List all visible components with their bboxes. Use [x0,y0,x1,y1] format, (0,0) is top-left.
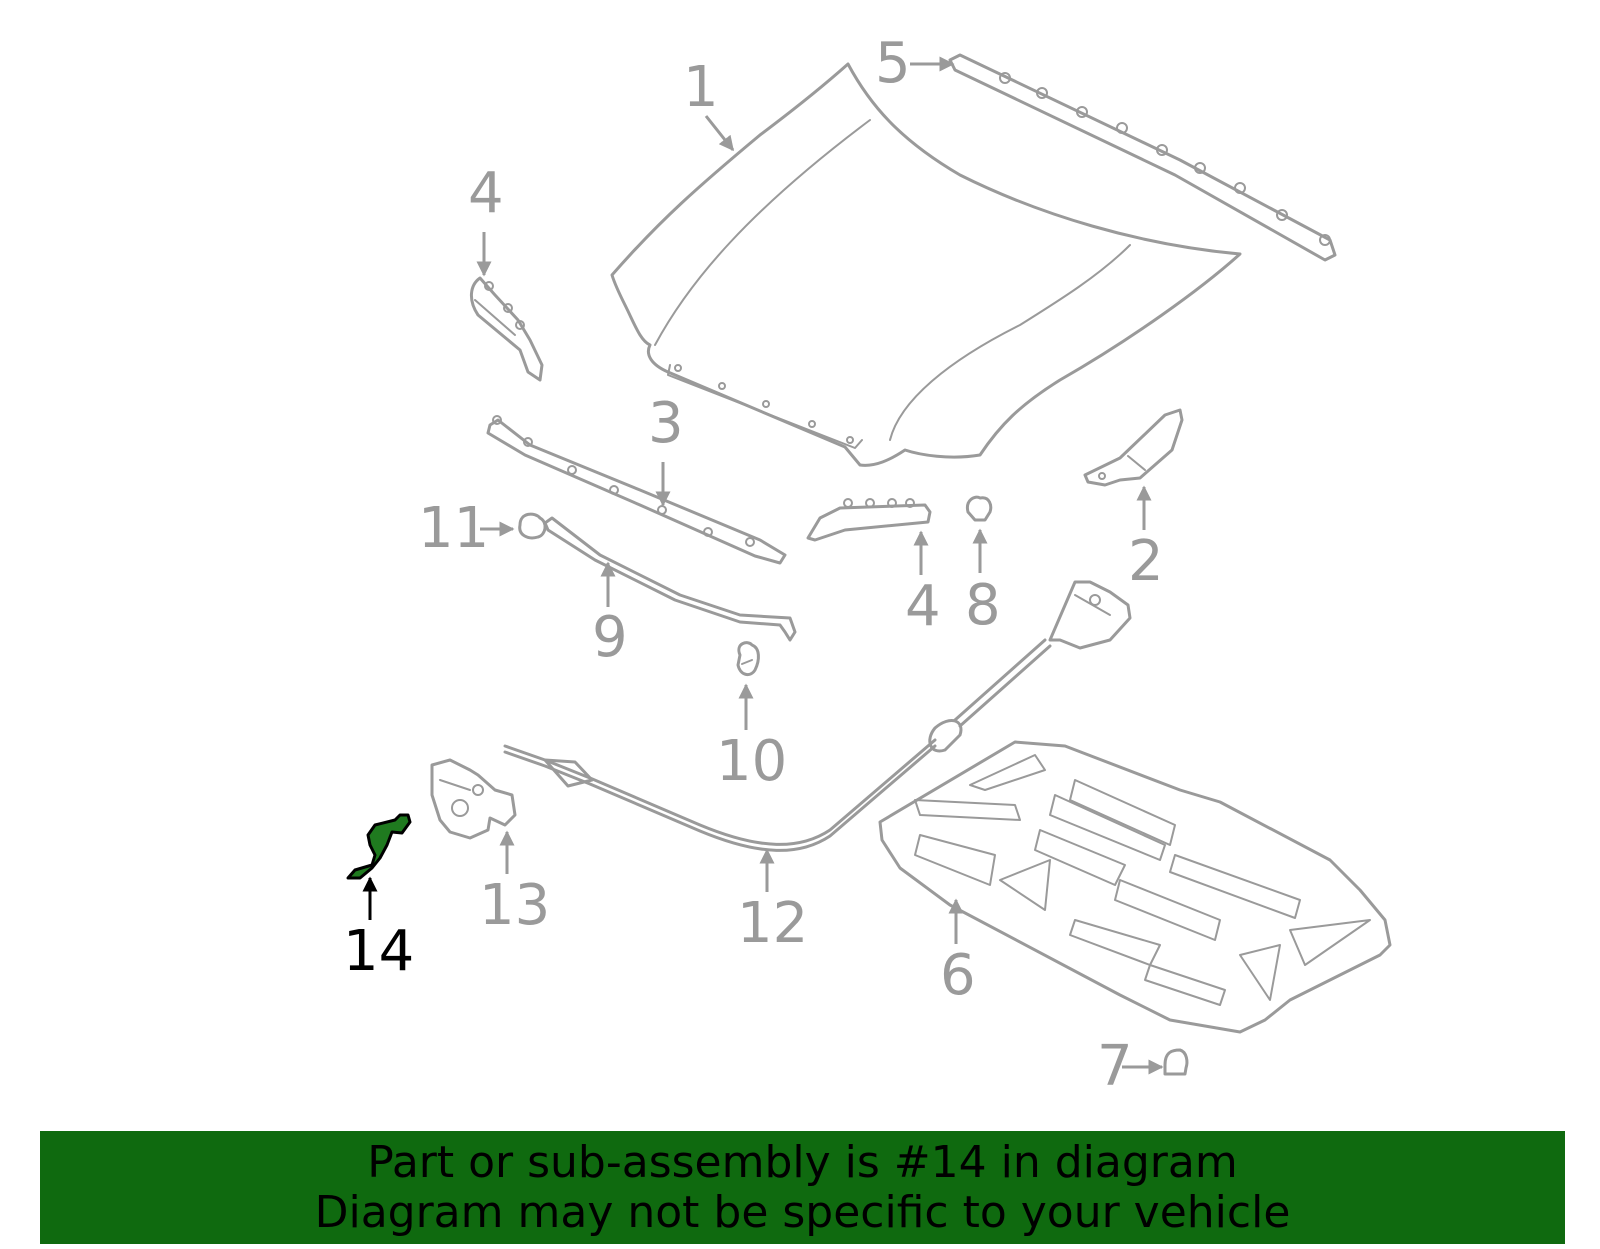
part-5-weatherstrip[interactable] [948,53,1337,262]
callout-3: 3 [648,391,684,456]
callout-4-upper: 4 [468,161,504,226]
part-4-lower-bracket[interactable] [806,498,932,542]
callout-arrows [362,56,1164,1075]
callout-14: 14 [343,919,414,984]
callout-9: 9 [592,605,628,670]
callout-12: 12 [737,891,808,956]
callout-11: 11 [418,496,489,561]
part-10-clip[interactable] [736,641,760,677]
part-2-hinge[interactable] [1083,408,1184,487]
callout-4-lower: 4 [905,574,941,639]
part-8-clip[interactable] [965,495,993,522]
part-1-hood[interactable] [610,62,1242,467]
callout-10: 10 [716,729,787,794]
part-14-highlighted[interactable] [346,813,412,880]
callout-13: 13 [479,873,550,938]
callout-1: 1 [683,55,719,120]
part-11-grommet[interactable] [518,512,547,540]
callout-2: 2 [1128,529,1164,594]
part-13-latch[interactable] [430,758,517,840]
callout-7: 7 [1097,1034,1133,1099]
part-4-upper-bracket[interactable] [470,276,544,382]
arrow-1 [704,115,735,152]
callout-5: 5 [875,31,911,96]
callout-labels: 1 5 4 3 2 4 8 11 9 10 12 13 6 7 14 [343,31,1164,1099]
banner-line-1: Part or sub-assembly is #14 in diagram [367,1136,1238,1188]
part-3-seal-strip[interactable] [486,415,787,565]
banner-line-2: Diagram may not be specific to your vehi… [314,1186,1291,1238]
callout-6: 6 [940,943,976,1008]
callout-8: 8 [965,573,1001,638]
part-7-push-clip[interactable] [1163,1048,1189,1076]
info-banner: Part or sub-assembly is #14 in diagram D… [40,1131,1565,1244]
part-9-support-rod[interactable] [543,516,797,642]
